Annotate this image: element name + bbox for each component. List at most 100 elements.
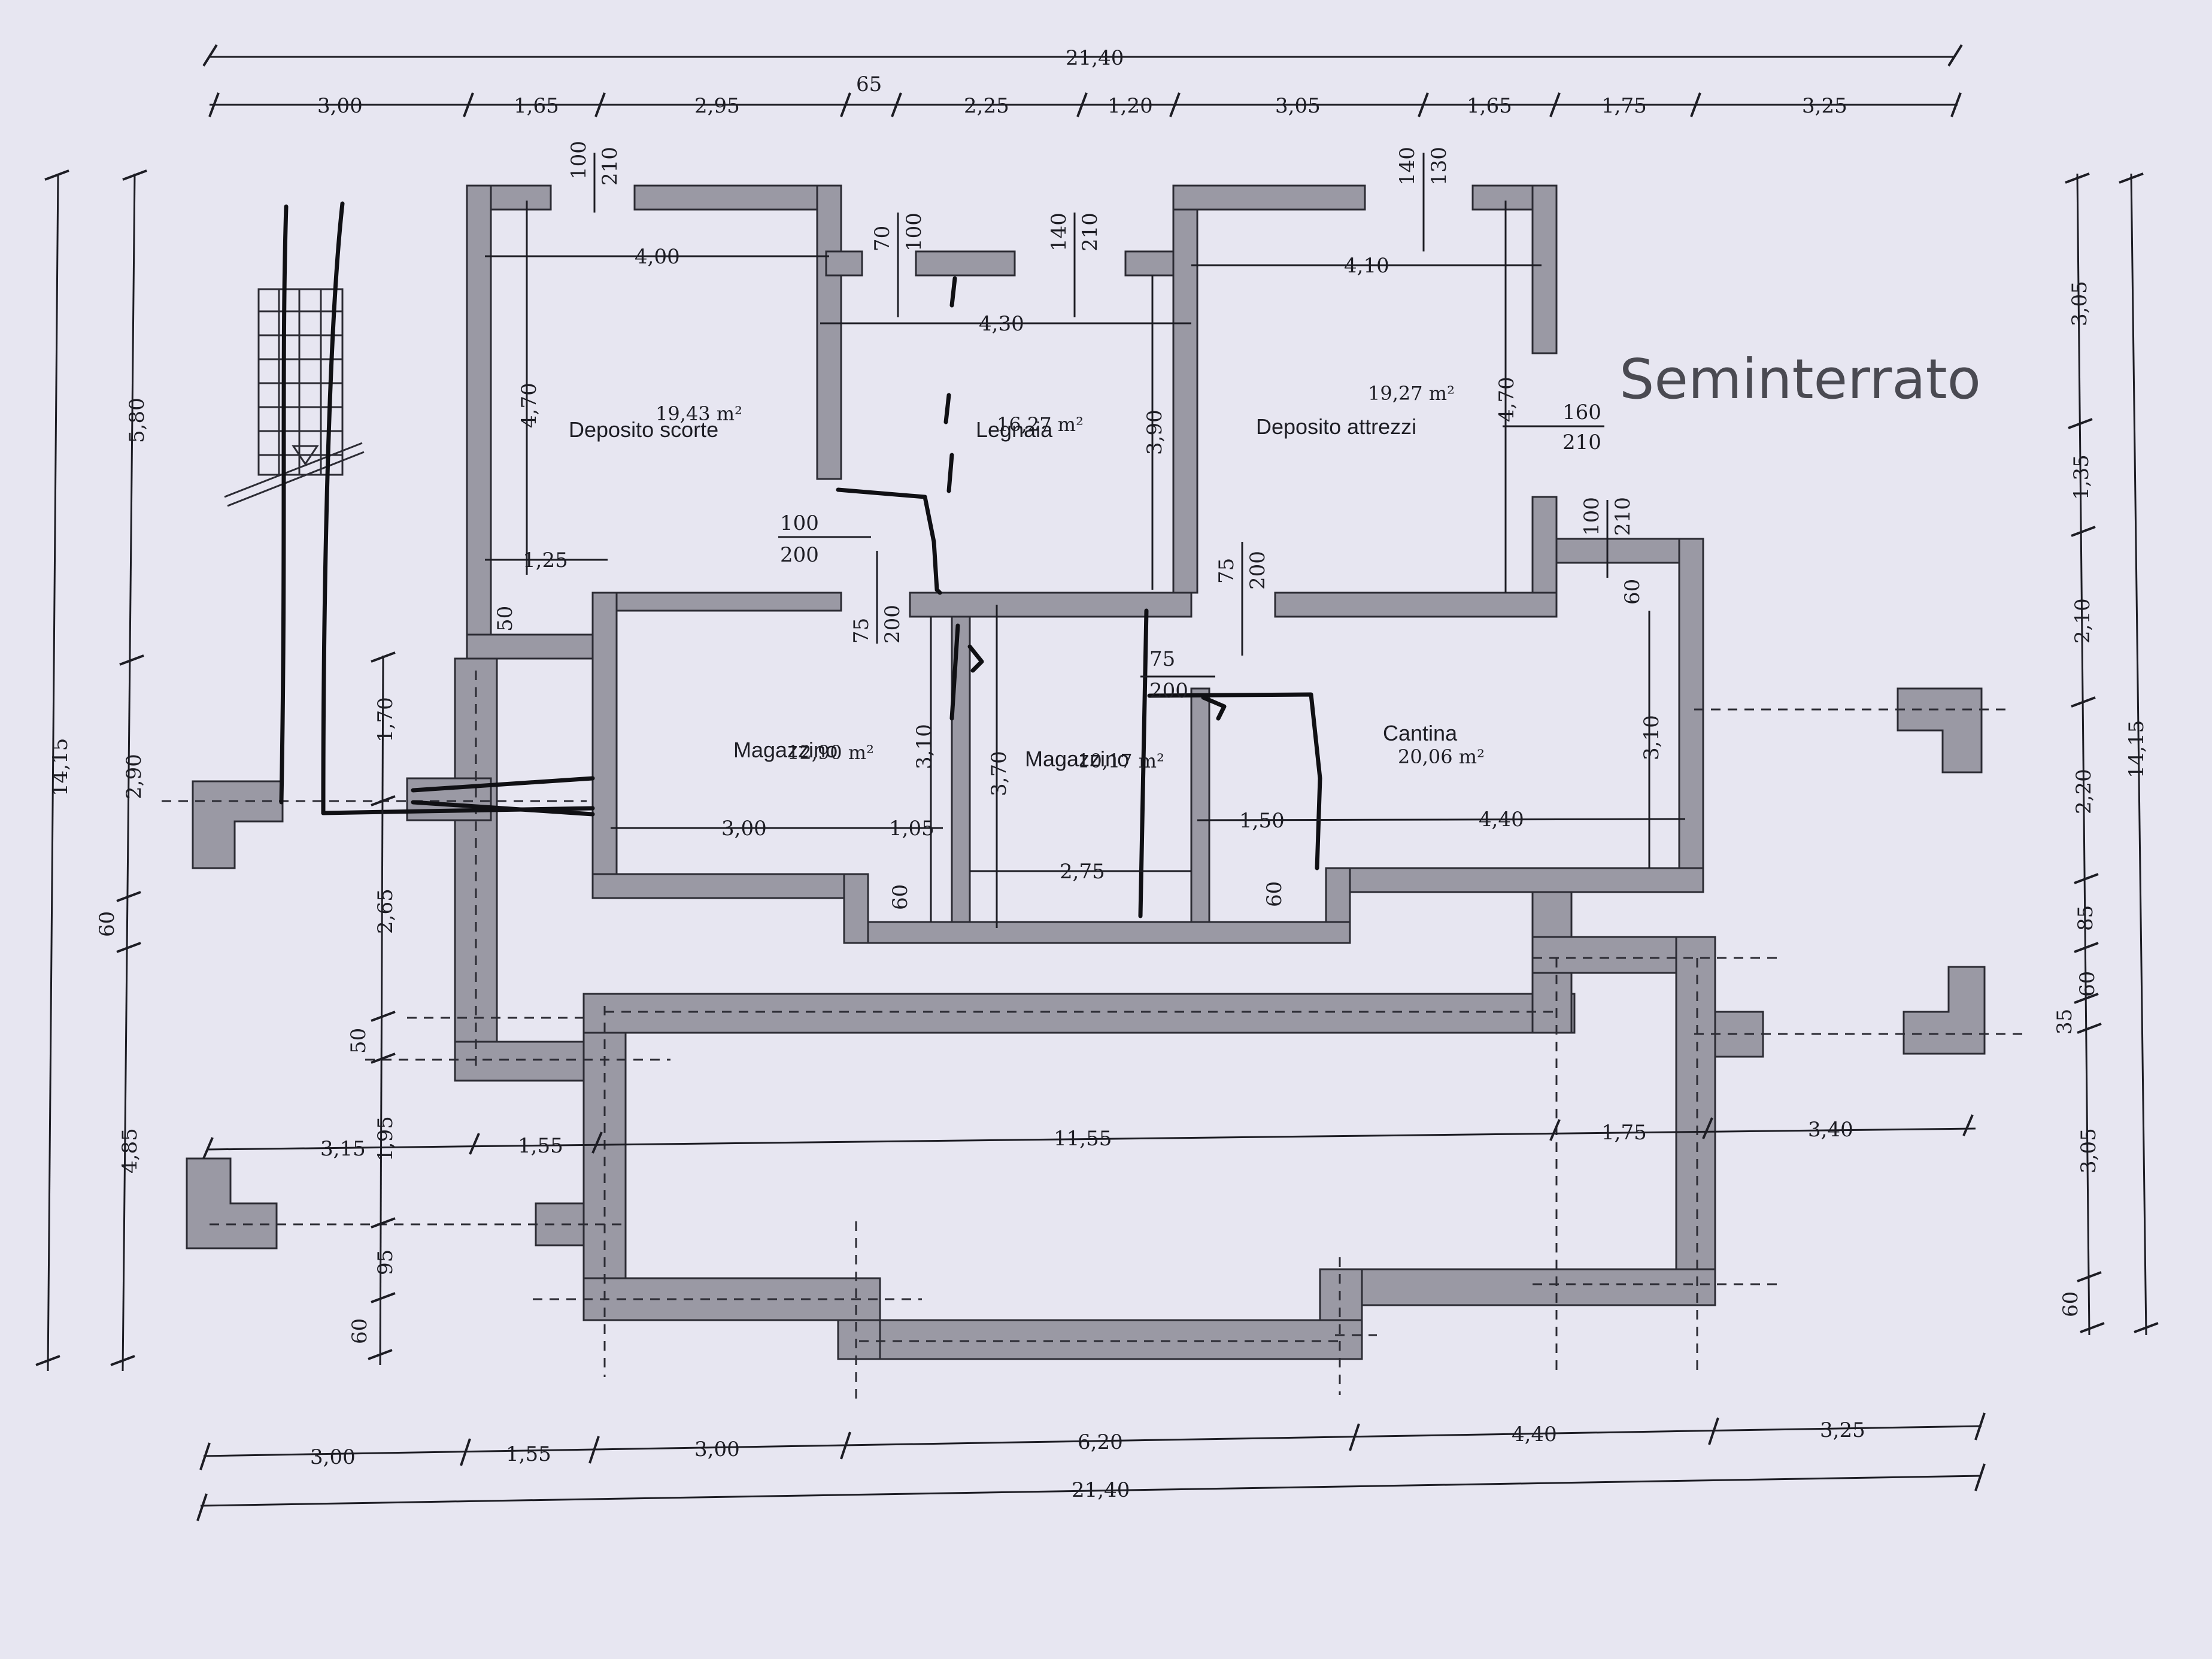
dim-right-5: 85: [2074, 905, 2098, 931]
pillar-ne: [1897, 687, 1983, 774]
room-name: Deposito attrezzi: [1256, 414, 1416, 439]
room-cantina: Cantina 20,06 m²: [1383, 721, 1485, 768]
dim-top-9: 1,75: [1601, 94, 1647, 118]
dim-3-10-b: 3,10: [1640, 715, 1664, 760]
lower-walls: [406, 657, 1764, 1360]
dim-mid-1: 3,15: [320, 1137, 366, 1161]
dim-60-c: 60: [1621, 579, 1644, 605]
dim-1-25: 1,25: [523, 548, 568, 572]
dim-3-10-a: 3,10: [912, 724, 936, 769]
dim-top-4: 65: [856, 72, 882, 96]
dim-60-b: 60: [1263, 881, 1286, 907]
dim-left-b-6: 60: [348, 1318, 372, 1344]
pillar-se: [1902, 966, 1986, 1055]
dim-4-70-a: 4,70: [517, 383, 541, 428]
dim-60-a: 60: [888, 884, 912, 910]
left-dimension-total: 14,15: [35, 169, 72, 1372]
interior-dimensions: 4,00 4,30 4,10 4,70 4,70 3,90 1,25 50 3,…: [485, 201, 1686, 928]
dim-4-10: 4,10: [1344, 254, 1389, 278]
dim-left-a-4: 4,85: [118, 1128, 142, 1173]
dim-left-total: 14,15: [48, 738, 72, 796]
dim-top-5: 2,25: [964, 94, 1009, 118]
room-name: Legnaia: [976, 417, 1053, 442]
opening-6-top: 100: [1580, 497, 1604, 536]
room-deposito-attrezzi: 19,27 m² Deposito attrezzi: [1256, 382, 1455, 439]
opening-8-bot: 200: [881, 605, 905, 644]
opening-7-top: 100: [780, 511, 819, 535]
opening-2-top: 70: [870, 226, 894, 251]
dim-4-30: 4,30: [979, 312, 1024, 336]
dim-left-b-3: 50: [347, 1028, 371, 1054]
dim-bottom-6: 3,25: [1820, 1418, 1865, 1442]
room-area: 16,27 m²: [997, 413, 1084, 436]
mid-dimension-row: 3,15 1,55 11,55 1,75 3,40: [202, 1114, 1976, 1161]
opening-3-bot: 210: [1078, 213, 1102, 251]
dim-right-4: 2,20: [2072, 769, 2096, 814]
opening-7-bot: 200: [780, 543, 819, 567]
opening-9-top: 75: [1215, 558, 1239, 584]
dim-bottom-total: 21,40: [1072, 1478, 1130, 1502]
room-name: Cantina: [1383, 721, 1458, 745]
dim-top-7: 3,05: [1275, 94, 1321, 118]
dim-mid-4: 1,75: [1601, 1121, 1647, 1145]
opening-10-bot: 200: [1149, 679, 1188, 703]
dim-bottom-4: 6,20: [1078, 1430, 1123, 1454]
left-dimension-chain-b: 1,70 2,65 50 1,95 95 60: [347, 651, 398, 1366]
opening-2-bot: 100: [902, 213, 926, 251]
dim-top-10: 3,25: [1802, 94, 1847, 118]
opening-4-top: 140: [1395, 147, 1419, 186]
pillar-sw: [186, 1157, 278, 1249]
right-dimension-chain: 3,05 1,35 2,10 2,20 85 60 35 3,05 60: [2053, 172, 2105, 1336]
top-dimension-total: 21,40: [202, 44, 1963, 70]
dim-left-b-2: 2,65: [374, 888, 398, 934]
dim-top-6: 1,20: [1107, 94, 1153, 118]
room-legnaia: 16,27 m² Legnaia: [976, 413, 1084, 442]
pen-markup: [279, 201, 1322, 918]
dim-right-6: 60: [2076, 971, 2099, 997]
dim-left-a-3: 60: [95, 911, 119, 937]
dim-50: 50: [493, 606, 517, 632]
dim-right-3: 2,10: [2071, 598, 2095, 644]
dim-bottom-3: 3,00: [694, 1437, 740, 1461]
stair-arrow-icon: [292, 445, 319, 466]
upper-walls: [466, 184, 1704, 944]
dim-right-9: 60: [2059, 1291, 2083, 1317]
opening-5-top: 160: [1562, 401, 1601, 424]
opening-9-bot: 200: [1246, 551, 1270, 590]
right-dimension-total: 14,15: [2119, 172, 2159, 1336]
opening-6-bot: 210: [1611, 497, 1635, 536]
dim-1-50: 1,50: [1239, 809, 1285, 833]
room-deposito-scorte: 19,43 m² Deposito scorte: [569, 402, 742, 442]
axis-lines: [162, 671, 2023, 1401]
staircase: [224, 288, 365, 507]
dim-mid-5: 3,40: [1808, 1118, 1853, 1142]
dim-mid-3: 11,55: [1054, 1127, 1112, 1151]
dim-right-1: 3,05: [2068, 281, 2092, 326]
room-area: 20,06 m²: [1398, 745, 1485, 768]
dim-mid-2: 1,55: [518, 1134, 563, 1158]
opening-10-top: 75: [1149, 647, 1175, 671]
dim-3-90: 3,90: [1143, 410, 1167, 455]
opening-4-bot: 130: [1427, 147, 1451, 186]
dim-left-a-1: 5,80: [125, 398, 149, 443]
room-area: 12,90 m²: [787, 741, 874, 764]
room-magazzino-2: 10,17 m² Magazzino: [1025, 747, 1164, 772]
dim-4-00: 4,00: [635, 245, 680, 269]
dim-3-00: 3,00: [721, 817, 767, 841]
dim-top-8: 1,65: [1467, 94, 1512, 118]
room-area: 10,17 m²: [1078, 750, 1164, 772]
opening-1-bot: 210: [598, 147, 622, 186]
opening-8-top: 75: [849, 618, 873, 644]
room-area: 19,27 m²: [1368, 382, 1455, 405]
dim-top-1: 3,00: [317, 94, 363, 118]
bottom-dimension-chain: 3,00 1,55 3,00 6,20 4,40 3,25: [199, 1412, 1986, 1470]
plan-title: Seminterrato: [1619, 347, 1981, 411]
dim-right-2: 1,35: [2070, 454, 2093, 500]
left-dimension-chain-a: 5,80 2,90 60 4,85: [95, 169, 149, 1372]
dim-4-40: 4,40: [1479, 808, 1524, 832]
pillar-nw: [192, 780, 284, 869]
dim-2-75: 2,75: [1060, 860, 1105, 884]
dim-4-70-b: 4,70: [1495, 377, 1519, 422]
room-name: Magazzino: [733, 738, 838, 762]
dim-top-3: 2,95: [694, 94, 740, 118]
